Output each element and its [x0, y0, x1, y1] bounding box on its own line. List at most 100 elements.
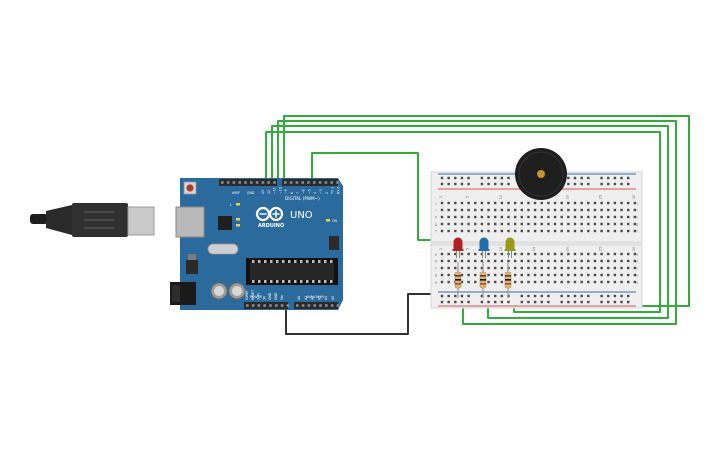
- breadboard-hole[interactable]: [467, 294, 470, 298]
- breadboard-hole[interactable]: [447, 176, 450, 180]
- breadboard-hole[interactable]: [573, 208, 577, 212]
- breadboard-hole[interactable]: [627, 252, 630, 256]
- breadboard-hole[interactable]: [460, 208, 464, 212]
- header-pin[interactable]: [330, 304, 334, 307]
- breadboard-hole[interactable]: [440, 215, 444, 219]
- breadboard-hole[interactable]: [580, 294, 583, 298]
- breadboard-hole[interactable]: [520, 208, 523, 212]
- breadboard-hole[interactable]: [587, 294, 590, 298]
- breadboard-hole[interactable]: [553, 273, 557, 277]
- breadboard-hole[interactable]: [560, 273, 563, 277]
- breadboard-hole[interactable]: [587, 215, 590, 219]
- breadboard-hole[interactable]: [447, 215, 450, 219]
- breadboard-hole[interactable]: [447, 182, 450, 186]
- breadboard-hole[interactable]: [560, 259, 563, 263]
- breadboard-hole[interactable]: [567, 273, 570, 277]
- breadboard-hole[interactable]: [533, 252, 537, 256]
- breadboard-hole[interactable]: [573, 222, 577, 226]
- breadboard-hole[interactable]: [607, 229, 610, 233]
- breadboard-hole[interactable]: [567, 266, 570, 270]
- header-pin[interactable]: [261, 181, 265, 184]
- breadboard-hole[interactable]: [540, 280, 543, 284]
- breadboard-hole[interactable]: [494, 201, 497, 205]
- breadboard-hole[interactable]: [467, 222, 470, 226]
- breadboard-hole[interactable]: [494, 208, 497, 212]
- breadboard-hole[interactable]: [560, 300, 563, 304]
- breadboard-hole[interactable]: [613, 208, 617, 212]
- breadboard-hole[interactable]: [447, 280, 450, 284]
- breadboard-hole[interactable]: [527, 252, 530, 256]
- breadboard-hole[interactable]: [533, 273, 537, 277]
- breadboard-hole[interactable]: [487, 273, 490, 277]
- header-pin[interactable]: [336, 181, 339, 184]
- breadboard-hole[interactable]: [547, 229, 550, 233]
- breadboard-hole[interactable]: [613, 182, 617, 186]
- breadboard-hole[interactable]: [580, 215, 583, 219]
- breadboard-hole[interactable]: [633, 280, 637, 284]
- breadboard-hole[interactable]: [567, 182, 570, 186]
- breadboard-hole[interactable]: [560, 229, 563, 233]
- breadboard-hole[interactable]: [567, 229, 570, 233]
- breadboard-hole[interactable]: [573, 280, 577, 284]
- breadboard-hole[interactable]: [580, 201, 583, 205]
- breadboard-hole[interactable]: [440, 259, 444, 263]
- breadboard-hole[interactable]: [613, 259, 617, 263]
- breadboard-hole[interactable]: [600, 215, 603, 219]
- breadboard-hole[interactable]: [454, 294, 457, 298]
- breadboard-hole[interactable]: [440, 252, 444, 256]
- breadboard-hole[interactable]: [520, 294, 523, 298]
- breadboard-hole[interactable]: [487, 208, 490, 212]
- breadboard-hole[interactable]: [620, 259, 623, 263]
- breadboard-hole[interactable]: [480, 201, 484, 205]
- breadboard-hole[interactable]: [460, 300, 464, 304]
- breadboard-hole[interactable]: [580, 300, 583, 304]
- breadboard-hole[interactable]: [487, 266, 490, 270]
- breadboard-hole[interactable]: [553, 280, 557, 284]
- header-pin[interactable]: [246, 304, 249, 307]
- breadboard-hole[interactable]: [600, 259, 603, 263]
- breadboard-hole[interactable]: [567, 215, 570, 219]
- breadboard-hole[interactable]: [467, 300, 470, 304]
- breadboard-hole[interactable]: [494, 294, 497, 298]
- breadboard-hole[interactable]: [567, 300, 570, 304]
- breadboard-hole[interactable]: [613, 201, 617, 205]
- breadboard-hole[interactable]: [460, 182, 464, 186]
- breadboard-hole[interactable]: [454, 176, 457, 180]
- header-pin[interactable]: [324, 181, 328, 184]
- header-pin[interactable]: [289, 181, 293, 184]
- breadboard-hole[interactable]: [447, 252, 450, 256]
- breadboard-hole[interactable]: [607, 294, 610, 298]
- breadboard-hole[interactable]: [613, 176, 617, 180]
- breadboard-hole[interactable]: [520, 215, 523, 219]
- breadboard-hole[interactable]: [580, 222, 583, 226]
- breadboard-hole[interactable]: [620, 182, 623, 186]
- breadboard-hole[interactable]: [600, 294, 603, 298]
- breadboard-hole[interactable]: [573, 201, 577, 205]
- breadboard-hole[interactable]: [607, 259, 610, 263]
- breadboard-hole[interactable]: [500, 273, 504, 277]
- yellow-led[interactable]: [504, 237, 516, 259]
- header-pin[interactable]: [296, 304, 299, 307]
- breadboard-hole[interactable]: [580, 273, 583, 277]
- breadboard-hole[interactable]: [454, 215, 457, 219]
- breadboard-hole[interactable]: [540, 259, 543, 263]
- breadboard-hole[interactable]: [593, 208, 597, 212]
- breadboard-hole[interactable]: [627, 222, 630, 226]
- breadboard-hole[interactable]: [440, 201, 444, 205]
- breadboard-hole[interactable]: [494, 229, 497, 233]
- header-pin[interactable]: [286, 304, 290, 307]
- breadboard-hole[interactable]: [460, 176, 464, 180]
- breadboard-hole[interactable]: [474, 252, 477, 256]
- breadboard-hole[interactable]: [447, 266, 450, 270]
- breadboard-hole[interactable]: [567, 176, 570, 180]
- header-pin[interactable]: [251, 304, 255, 307]
- breadboard-hole[interactable]: [533, 208, 537, 212]
- breadboard-hole[interactable]: [560, 215, 563, 219]
- breadboard-hole[interactable]: [567, 280, 570, 284]
- breadboard-hole[interactable]: [507, 222, 510, 226]
- breadboard-hole[interactable]: [547, 266, 550, 270]
- header-pin[interactable]: [257, 304, 261, 307]
- breadboard-hole[interactable]: [527, 229, 530, 233]
- breadboard-hole[interactable]: [553, 208, 557, 212]
- breadboard-hole[interactable]: [480, 182, 484, 186]
